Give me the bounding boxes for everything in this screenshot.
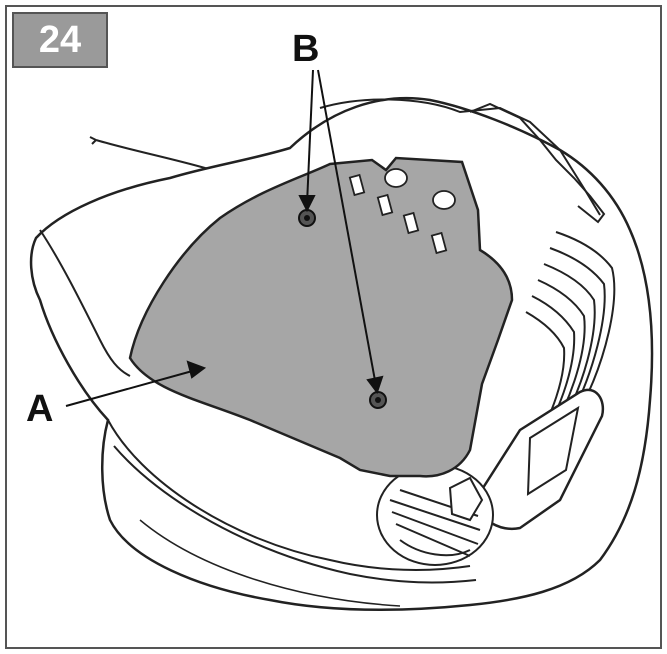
top-clip	[469, 102, 606, 224]
screw-lower	[369, 391, 387, 409]
body-rim-2	[113, 445, 477, 584]
tab-slots	[348, 173, 448, 255]
cover-plate	[128, 156, 514, 478]
power-cord-end	[89, 136, 97, 145]
body-rim-3	[139, 519, 401, 607]
body-rim-1	[107, 419, 471, 571]
callout-label-b: B	[292, 28, 320, 70]
callout-label-a: A	[26, 388, 54, 430]
handle-slot	[526, 405, 580, 496]
leader-arrow-a	[65, 360, 207, 407]
screw-upper	[298, 209, 316, 227]
clip-latch	[448, 476, 484, 522]
step-number-badge: 24	[12, 12, 108, 68]
leader-arrows-b	[298, 69, 384, 395]
left-contour	[39, 229, 131, 377]
top-bosses	[384, 168, 456, 210]
brush-roller	[376, 464, 494, 566]
